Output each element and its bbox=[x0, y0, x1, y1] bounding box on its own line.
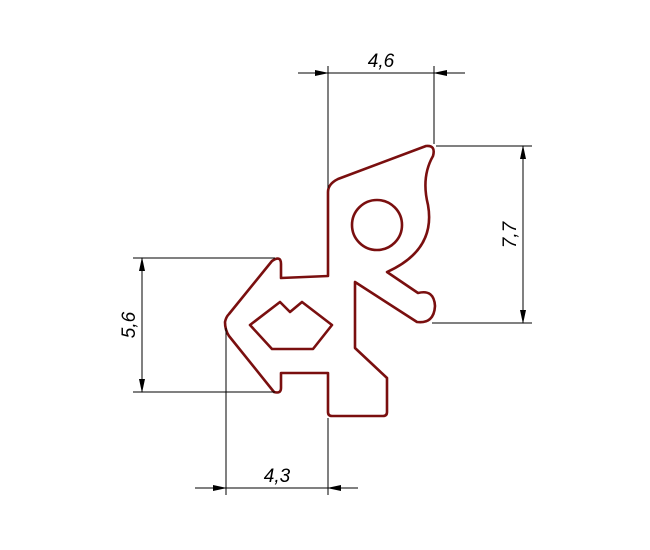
dimension-bottom-width: 4,3 bbox=[195, 328, 358, 495]
dimension-top-label: 4,6 bbox=[368, 51, 395, 72]
dimension-bottom-label: 4,3 bbox=[264, 466, 291, 487]
dimension-left-label: 5,6 bbox=[119, 311, 140, 338]
dimension-right-label: 7,7 bbox=[500, 220, 521, 248]
dimension-right-height: 7,7 bbox=[432, 145, 532, 324]
profile-outline bbox=[223, 144, 437, 418]
profile-lip-hole bbox=[248, 300, 334, 351]
dimension-top-width: 4,6 bbox=[298, 51, 465, 188]
dimension-left-height: 5,6 bbox=[119, 257, 275, 393]
profile-circular-hole bbox=[350, 198, 404, 252]
